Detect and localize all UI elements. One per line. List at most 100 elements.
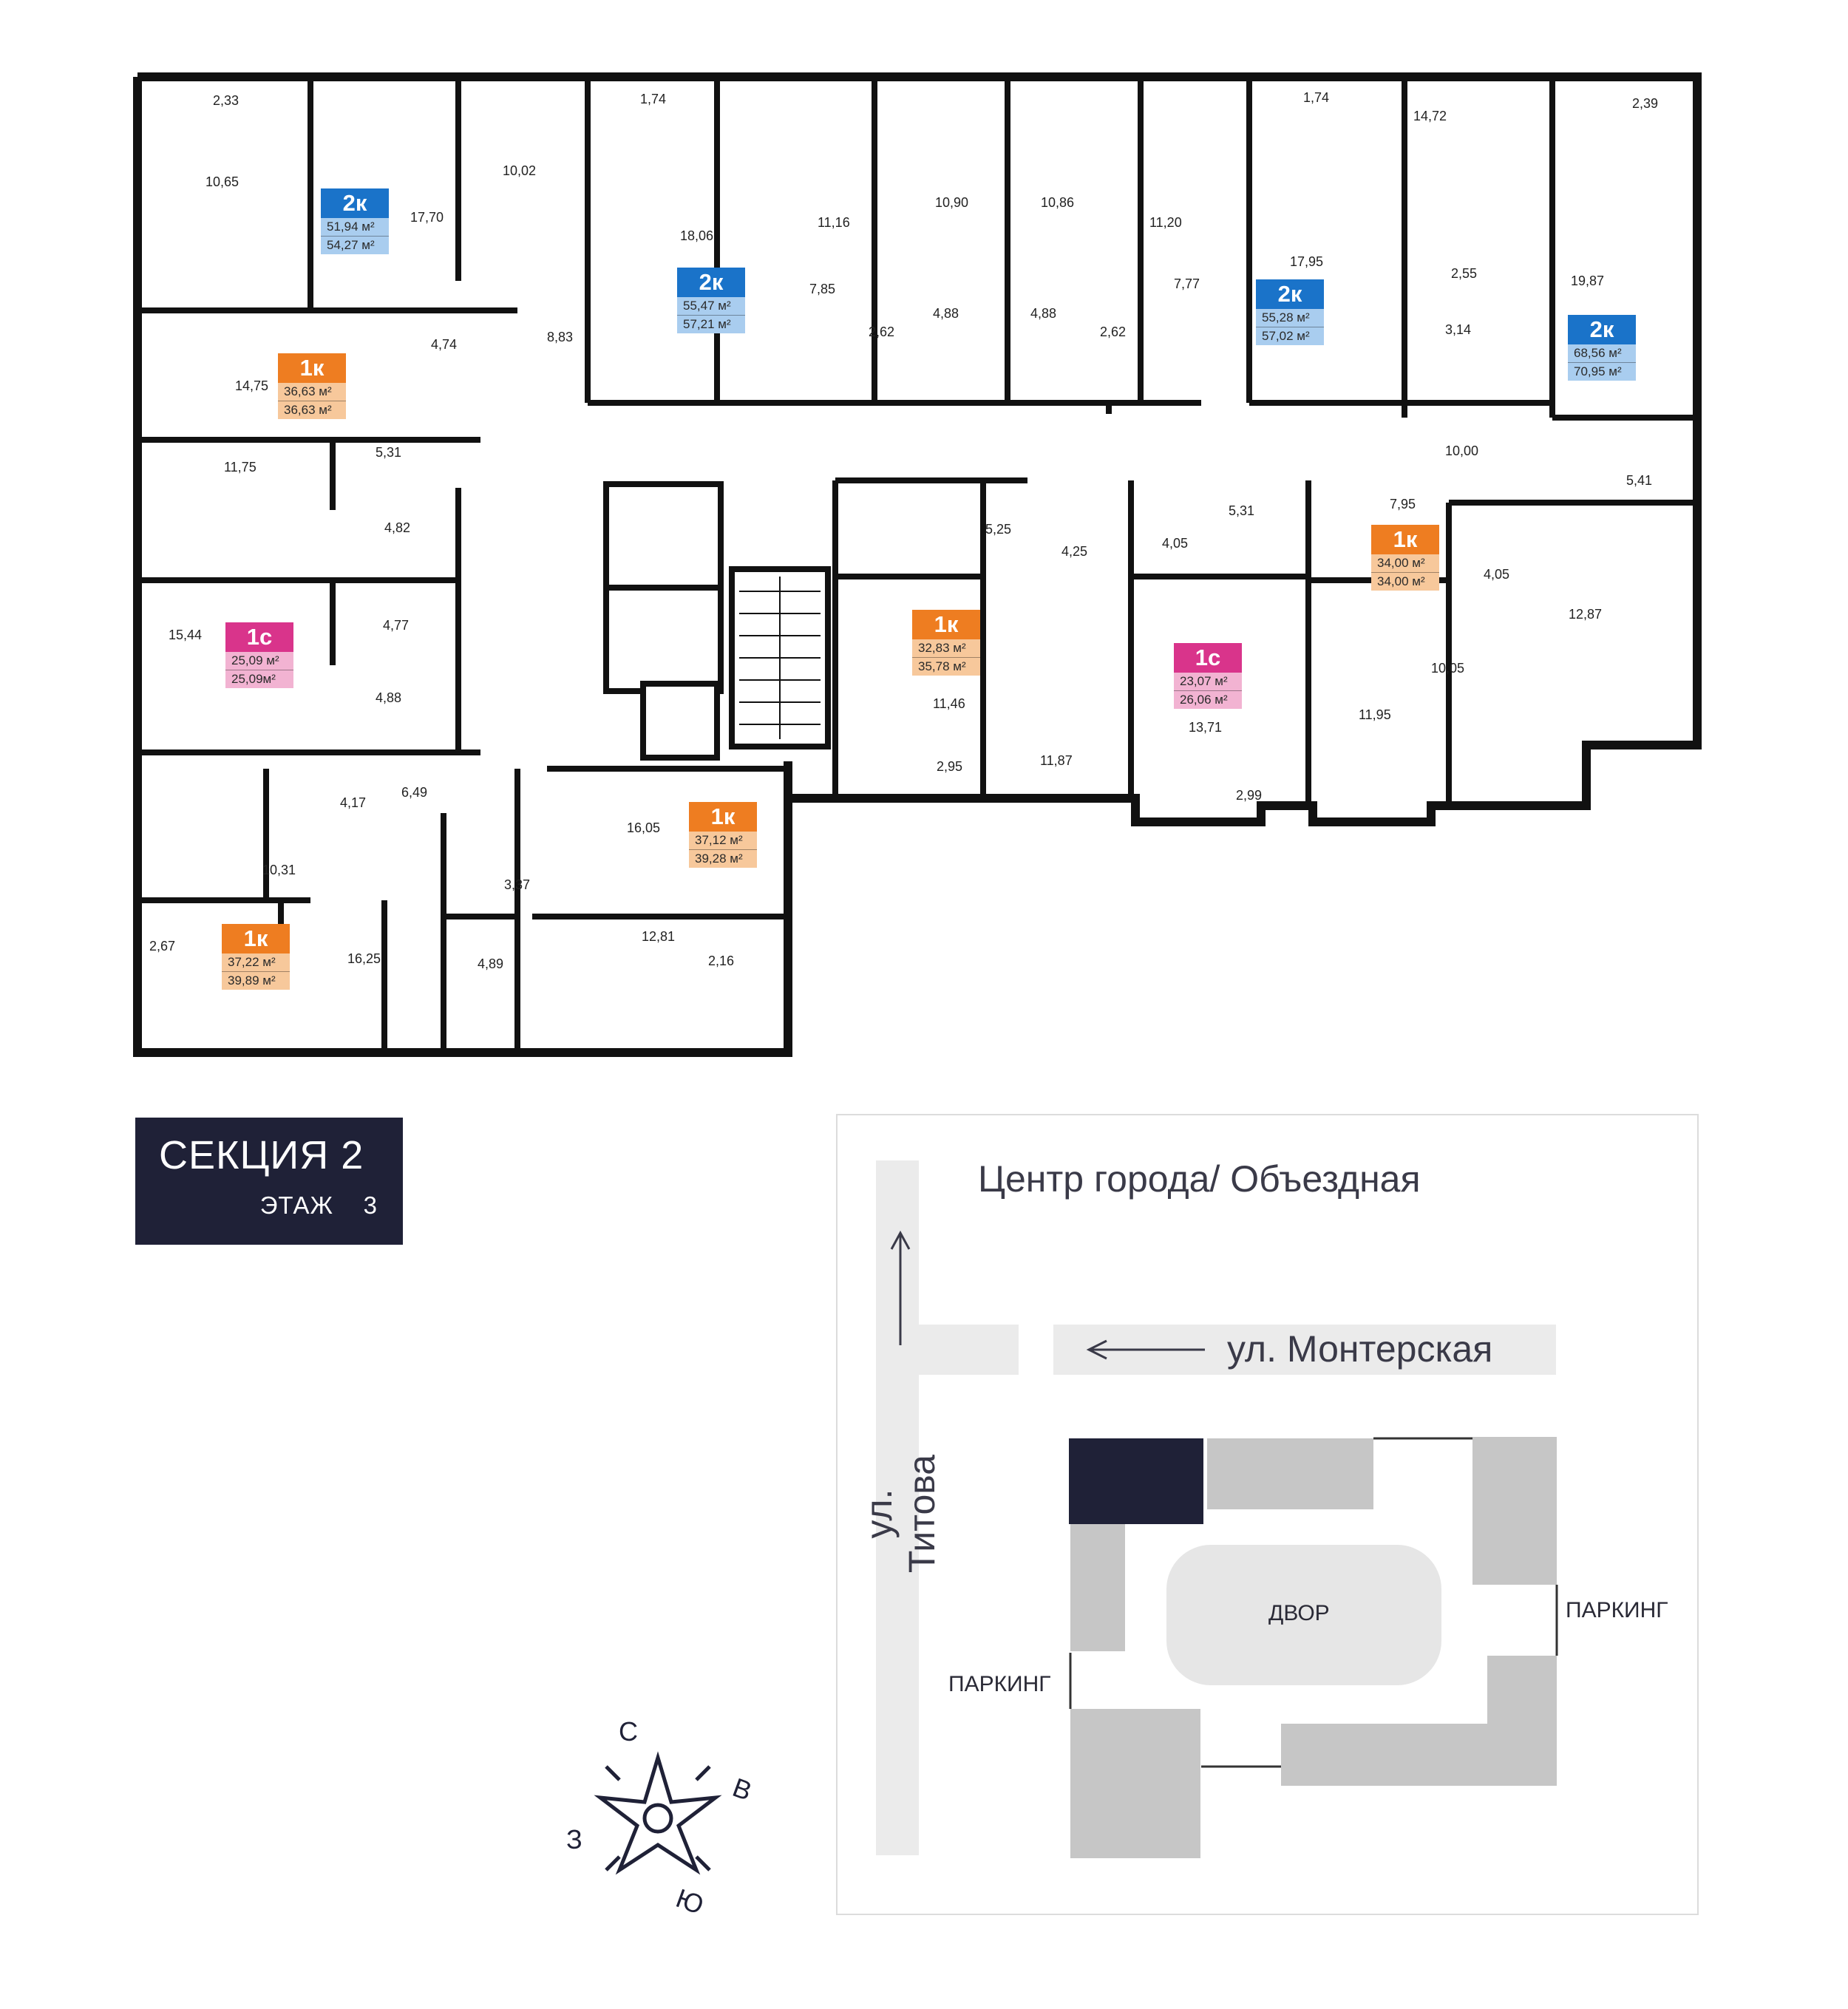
room-area: 2,39	[1632, 96, 1658, 111]
room-area: 11,16	[818, 215, 850, 230]
room-area: 3,37	[504, 877, 530, 892]
flat-area: 37,22 м²	[222, 953, 290, 972]
room-area: 11,87	[1040, 753, 1073, 768]
flat-type: 1к	[222, 924, 290, 953]
flat-tag[interactable]: 1к 34,00 м² 34,00 м²	[1371, 525, 1439, 591]
floor-number: 3	[363, 1192, 378, 1219]
street-titova	[876, 1160, 919, 1855]
room-area: 2,33	[213, 93, 239, 108]
interior-walls	[135, 77, 1697, 1053]
flat-total: 57,21 м²	[677, 316, 745, 333]
room-area: 17,70	[410, 210, 444, 225]
block-gray	[1472, 1437, 1557, 1585]
yard-label: ДВОР	[1268, 1601, 1330, 1625]
room-area: 4,77	[383, 618, 409, 633]
room-area: 4,82	[384, 520, 410, 535]
flat-area: 34,00 м²	[1371, 554, 1439, 573]
room-area: 1,74	[1303, 90, 1329, 105]
flat-type: 1к	[689, 802, 757, 832]
room-area: 2,62	[1100, 324, 1126, 339]
room-area: 5,25	[985, 522, 1011, 537]
flat-type: 2к	[1256, 279, 1324, 309]
compass-north: С	[619, 1716, 638, 1747]
room-area: 12,81	[642, 929, 675, 944]
flat-total: 54,27 м²	[321, 237, 389, 254]
room-area: 4,88	[933, 306, 959, 321]
room-area: 4,17	[340, 795, 366, 810]
room-area: 13,71	[1189, 720, 1222, 735]
room-area: 4,05	[1162, 536, 1188, 551]
room-area: 6,49	[401, 785, 427, 800]
room-area: 10,90	[935, 195, 968, 210]
flat-tag[interactable]: 2к 68,56 м² 70,95 м²	[1568, 315, 1636, 381]
flat-tag[interactable]: 1к 32,83 м² 35,78 м²	[912, 610, 980, 676]
room-area: 4,74	[431, 337, 457, 352]
room-area: 14,72	[1413, 109, 1447, 123]
flat-tag[interactable]: 1к 36,63 м² 36,63 м²	[278, 353, 346, 419]
room-area: 8,83	[547, 330, 573, 344]
room-area: 2,55	[1451, 266, 1477, 281]
flat-total: 25,09м²	[225, 670, 293, 688]
flat-tag[interactable]: 2к 51,94 м² 54,27 м²	[321, 188, 389, 254]
room-area: 1,74	[640, 92, 666, 106]
flat-total: 34,00 м²	[1371, 573, 1439, 591]
walls	[133, 72, 1702, 1057]
room-area: 5,31	[376, 445, 401, 460]
room-area: 11,75	[224, 460, 257, 475]
flat-type: 2к	[1568, 315, 1636, 344]
arrow-north	[890, 1230, 911, 1345]
room-area: 3,14	[1445, 322, 1471, 337]
flat-tag[interactable]: 2к 55,28 м² 57,02 м²	[1256, 279, 1324, 345]
room-area: 4,05	[1484, 567, 1509, 582]
flat-total: 35,78 м²	[912, 658, 980, 676]
room-area: 7,85	[809, 282, 835, 296]
room-area: 7,77	[1174, 276, 1200, 291]
room-area: 10,65	[205, 174, 239, 189]
room-area: 17,95	[1290, 254, 1323, 269]
flat-type: 2к	[321, 188, 389, 218]
flat-type: 1к	[1371, 525, 1439, 554]
room-area: 10,05	[1431, 661, 1464, 676]
flat-tag[interactable]: 1к 37,22 м² 39,89 м²	[222, 924, 290, 990]
room-area: 5,31	[1229, 503, 1254, 518]
stair-core	[603, 481, 831, 761]
room-area: 11,20	[1149, 215, 1182, 230]
block-gray	[1487, 1656, 1557, 1786]
flat-total: 70,95 м²	[1568, 363, 1636, 381]
flat-tag[interactable]: 1с 23,07 м² 26,06 м²	[1174, 643, 1242, 709]
compass-west: З	[566, 1824, 582, 1855]
parking-right-label: ПАРКИНГ	[1566, 1598, 1668, 1622]
room-area: 10,02	[503, 163, 536, 178]
room-area: 10,31	[262, 863, 296, 877]
section-title: СЕКЦИЯ 2	[159, 1133, 364, 1177]
flat-tag[interactable]: 2к 55,47 м² 57,21 м²	[677, 268, 745, 333]
room-area: 18,06	[680, 228, 713, 243]
flat-area: 37,12 м²	[689, 832, 757, 850]
street-titova-label: ул. Титова	[858, 1454, 942, 1574]
flat-area: 55,28 м²	[1256, 309, 1324, 327]
floor-label: ЭТАЖ 3	[260, 1192, 378, 1220]
room-area: 11,95	[1359, 707, 1391, 722]
room-area: 2,62	[869, 324, 894, 339]
room-area: 4,88	[1030, 306, 1056, 321]
flat-type: 1с	[225, 622, 293, 652]
flat-area: 68,56 м²	[1568, 344, 1636, 363]
room-area: 4,88	[376, 690, 401, 705]
block-gray	[1207, 1438, 1373, 1509]
room-area: 4,89	[478, 956, 503, 971]
room-area: 4,25	[1061, 544, 1087, 559]
room-area: 11,46	[933, 696, 965, 711]
room-area: 2,16	[708, 953, 734, 968]
flat-tag[interactable]: 1к 37,12 м² 39,28 м²	[689, 802, 757, 868]
section-legend: СЕКЦИЯ 2 ЭТАЖ 3	[135, 1118, 403, 1245]
room-area: 7,95	[1390, 497, 1416, 511]
flat-area: 23,07 м²	[1174, 673, 1242, 691]
block-gray	[1070, 1709, 1200, 1858]
room-areas: 2,33 10,65 17,70 10,02 8,83 4,74 14,75 5…	[149, 90, 1658, 971]
flat-total: 39,89 м²	[222, 972, 290, 990]
site-frame	[836, 1114, 1699, 1915]
flat-total: 57,02 м²	[1256, 327, 1324, 345]
flat-type: 1к	[278, 353, 346, 383]
block-gray	[1070, 1524, 1125, 1651]
flat-tag[interactable]: 1с 25,09 м² 25,09м²	[225, 622, 293, 688]
